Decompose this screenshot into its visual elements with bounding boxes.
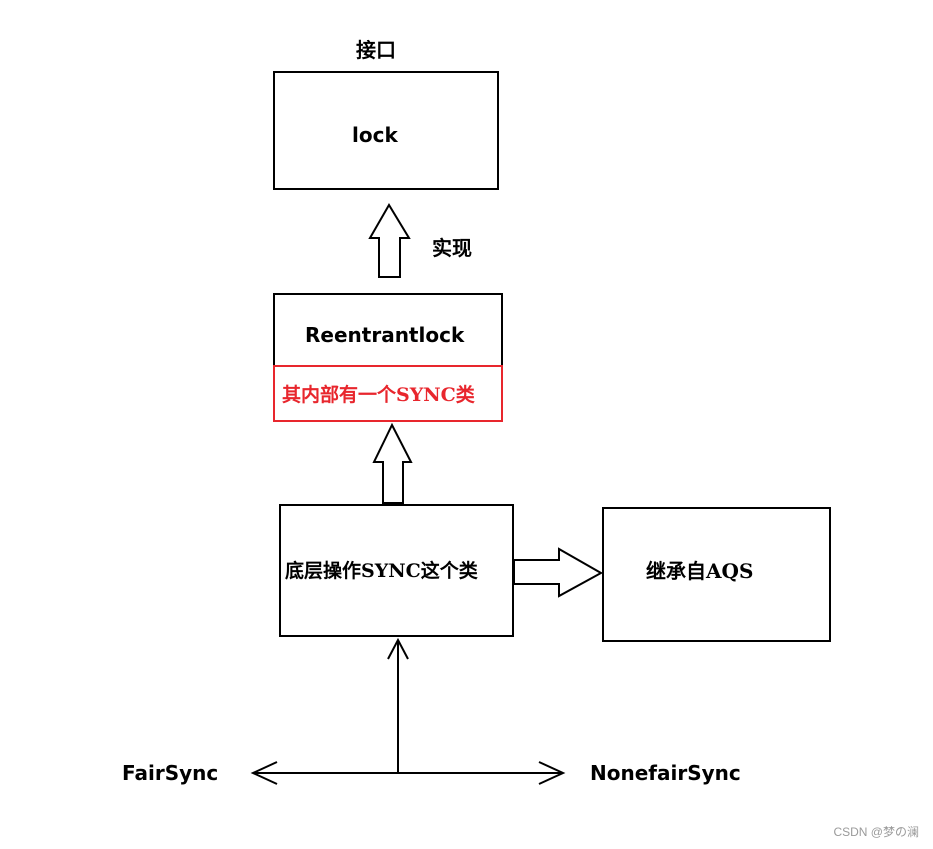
sync-ops-box <box>279 504 514 637</box>
interface-label: 接口 <box>356 38 396 62</box>
fair-arrowhead <box>250 761 278 785</box>
inherit-arrow <box>513 547 604 598</box>
implements-label: 实现 <box>432 236 472 260</box>
sync-note-label: 其内部有一个SYNC类 <box>282 384 475 406</box>
fairsync-label: FairSync <box>122 761 219 785</box>
reentrantlock-box <box>273 293 503 367</box>
connector-up-arrowhead <box>387 637 409 660</box>
lock-label: lock <box>352 123 398 147</box>
aqs-box <box>602 507 831 642</box>
lock-box <box>273 71 499 190</box>
nonfair-arrowhead <box>538 761 566 785</box>
aqs-label: 继承自AQS <box>646 559 754 583</box>
sync-note-box <box>273 365 503 422</box>
nonfairsync-label: NonefairSync <box>590 761 741 785</box>
sync-up-arrow <box>372 422 413 504</box>
reentrantlock-label: Reentrantlock <box>305 323 465 347</box>
sync-ops-label: 底层操作SYNC这个类 <box>285 560 478 582</box>
implements-arrow <box>368 203 411 278</box>
watermark: CSDN @梦の澜 <box>833 825 919 839</box>
